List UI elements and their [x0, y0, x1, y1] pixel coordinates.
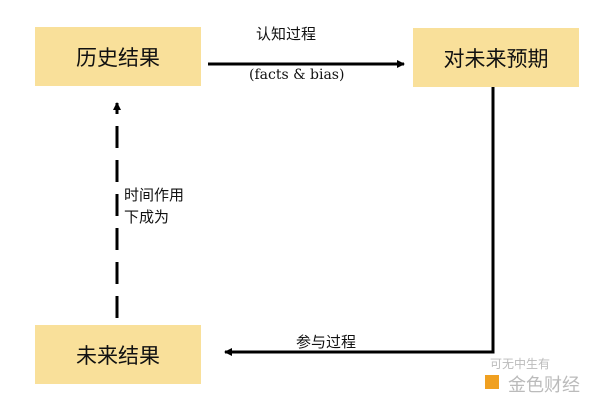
node-expectation: 对未来预期: [413, 28, 579, 87]
label-participation: 参与过程: [296, 333, 357, 351]
arrow-participation: [224, 87, 495, 356]
node-label: 历史结果: [76, 45, 160, 70]
watermark-logo-icon: [485, 375, 499, 389]
node-label: 未来结果: [76, 343, 160, 368]
label-cognition-sub: (facts & bias): [249, 67, 345, 83]
node-history: 历史结果: [35, 27, 201, 86]
node-future: 未来结果: [35, 325, 201, 384]
label-time-2: 下成为: [124, 208, 170, 226]
watermark-brand: 金色财经: [508, 375, 580, 396]
watermark-account: 可无中生有: [490, 357, 551, 371]
node-label: 对未来预期: [443, 46, 549, 71]
label-time-1: 时间作用: [124, 186, 185, 204]
label-cognition: 认知过程: [256, 25, 317, 43]
